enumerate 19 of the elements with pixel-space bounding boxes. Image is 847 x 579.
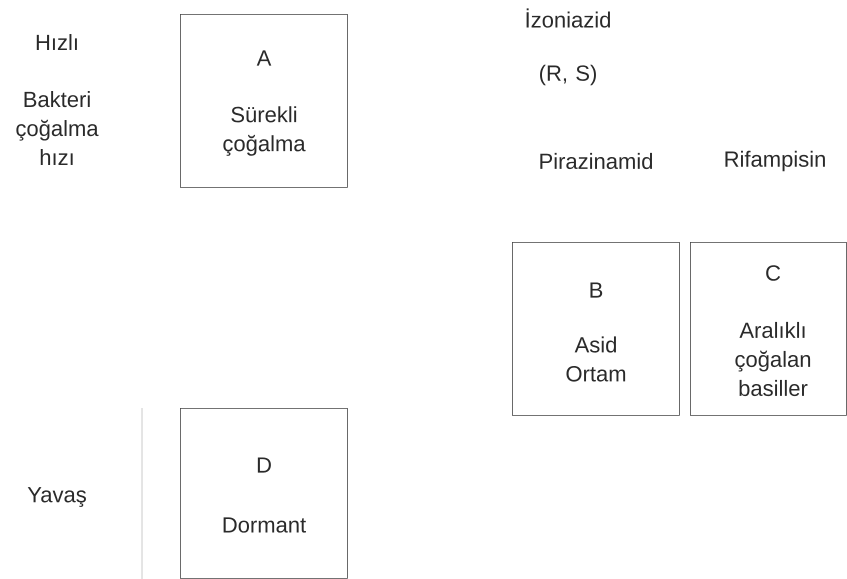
box (180, 14, 348, 188)
label-text: Hızlı (36, 34, 77, 50)
label-text: Yavaş (28, 487, 86, 507)
box-letter: A (256, 50, 272, 66)
label-text: Bakteri çoğalma hızı (16, 91, 99, 165)
box-text: Aralıklı çoğalan basiller (735, 322, 810, 396)
box (690, 242, 847, 416)
box (512, 242, 680, 416)
box-letter: B (590, 282, 602, 298)
box-letter: C (766, 265, 780, 281)
label-text: İzoniazid (526, 8, 610, 28)
box-text: Dormant (224, 517, 306, 533)
label-text: Rifampisin (725, 150, 825, 172)
box (180, 408, 348, 579)
box-text: Sürekli çoğalma (223, 106, 306, 156)
box-text: Asid Ortam (566, 336, 626, 382)
label-text: Pirazinamid (540, 152, 652, 170)
label-text: (R, S) (540, 64, 596, 86)
box-letter: D (258, 457, 271, 473)
